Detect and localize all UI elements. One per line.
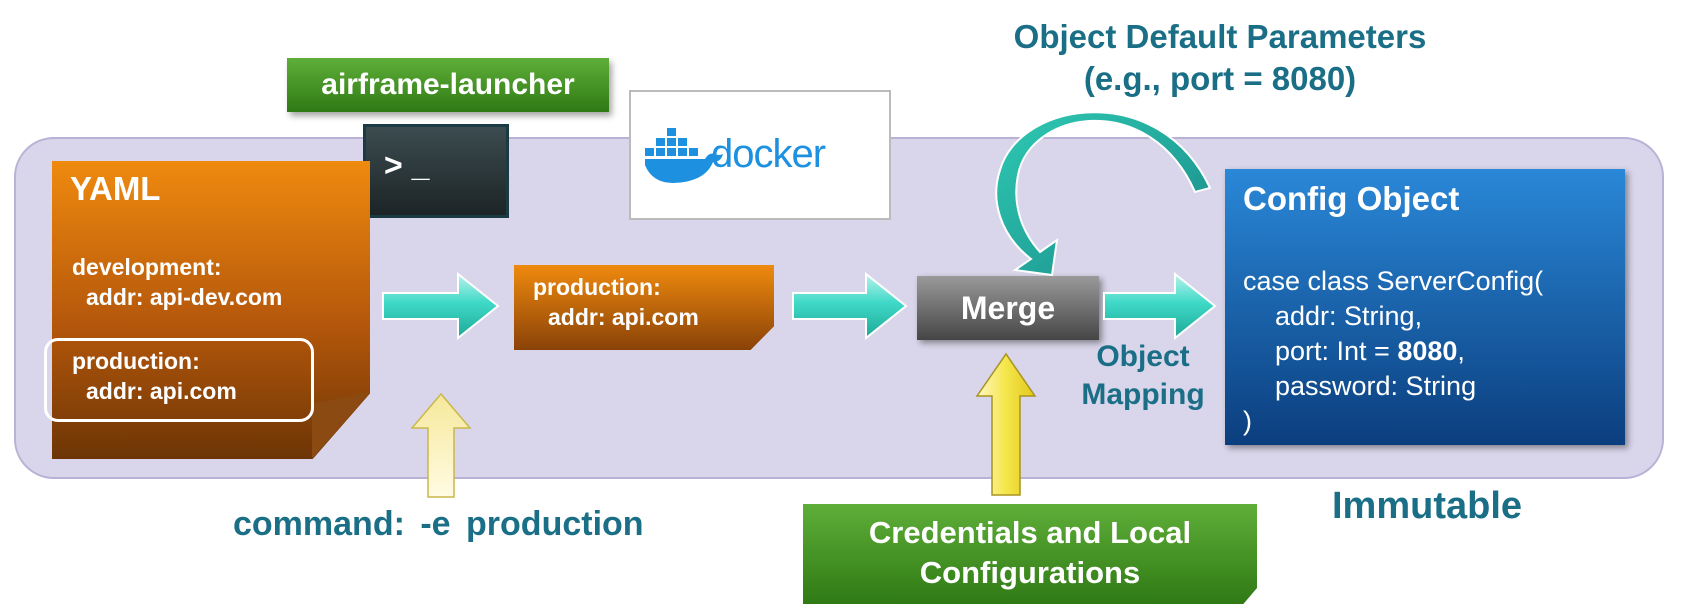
object-default-parameters-title: Object Default Parameters (e.g., port = …: [900, 16, 1540, 100]
production-highlight-outline: [44, 338, 314, 422]
code-line-3-suffix: ,: [1457, 336, 1465, 366]
docker-whale-icon: [645, 128, 723, 183]
credentials-line2: Configurations: [919, 555, 1141, 590]
selected-profile-addr: addr: api.com: [548, 304, 699, 330]
command-label: command: -e production: [233, 505, 644, 543]
arrow-production-to-merge: [792, 271, 908, 341]
code-line-4: password: String: [1275, 371, 1477, 401]
object-mapping-line1: Object: [1096, 340, 1190, 373]
code-line-3-prefix: port: Int =: [1275, 336, 1398, 366]
code-line-1: case class ServerConfig(: [1243, 266, 1544, 296]
immutable-label: Immutable: [1332, 485, 1523, 527]
credentials-line1: Credentials and Local: [868, 515, 1192, 550]
code-default-port-value: 8080: [1397, 336, 1458, 366]
terminal-prompt: > _: [384, 147, 430, 183]
docker-logo: docker: [629, 90, 891, 220]
arrow-credentials-up: [975, 352, 1037, 496]
merge-box: Merge: [917, 276, 1099, 340]
yaml-development-key: development:: [72, 254, 222, 280]
config-object-box: [1225, 169, 1625, 445]
object-mapping-line2: Mapping: [1081, 378, 1205, 411]
arrow-command-up: [410, 392, 472, 498]
arrow-defaults-to-merge: [995, 111, 1212, 277]
code-line-3: port: Int = 8080,: [1275, 336, 1465, 367]
selected-profile-key: production:: [533, 274, 661, 300]
docker-wordmark: docker: [711, 132, 826, 176]
yaml-production-key: production:: [72, 348, 200, 374]
selected-profile-card: [514, 265, 774, 350]
code-line-5: ): [1243, 406, 1252, 436]
object-default-parameters-line2: (e.g., port = 8080): [1083, 60, 1357, 97]
yaml-production-addr: addr: api.com: [86, 378, 237, 404]
object-default-parameters-line1: Object Default Parameters: [1013, 18, 1427, 55]
arrow-yaml-to-production: [382, 271, 500, 341]
object-mapping-label: Object Mapping: [1068, 338, 1218, 414]
config-object-title: Config Object: [1243, 180, 1460, 217]
credentials-local-config-box: Credentials and Local Configurations: [803, 504, 1257, 604]
terminal-icon: > _: [363, 124, 509, 218]
yaml-development-addr: addr: api-dev.com: [86, 284, 283, 310]
airframe-launcher-label: airframe-launcher: [287, 58, 609, 112]
code-line-2: addr: String,: [1275, 301, 1423, 331]
arrow-merge-to-config: [1103, 271, 1217, 341]
yaml-title: YAML: [70, 170, 161, 207]
